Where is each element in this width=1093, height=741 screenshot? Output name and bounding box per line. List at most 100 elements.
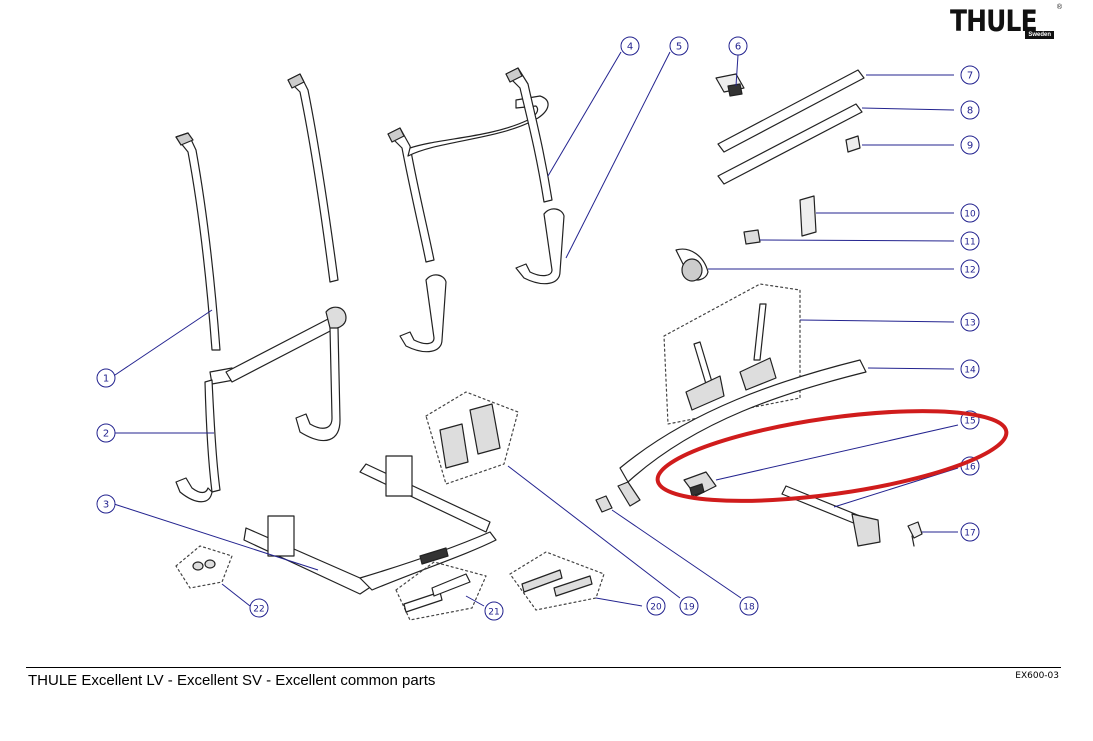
footer-divider bbox=[26, 667, 1061, 668]
callout-circle bbox=[960, 259, 980, 279]
callout-number: 22 bbox=[253, 605, 264, 615]
callout-19: 19 bbox=[679, 596, 699, 616]
callout-number: 5 bbox=[676, 42, 682, 53]
callout-number: 1 bbox=[103, 374, 109, 385]
part-21-set bbox=[395, 561, 487, 621]
callout-circle bbox=[484, 601, 504, 621]
leader-3 bbox=[113, 503, 319, 571]
callout-number: 16 bbox=[964, 463, 976, 473]
callout-circle bbox=[679, 596, 699, 616]
callout-number: 15 bbox=[964, 417, 975, 427]
leader-11 bbox=[759, 239, 955, 242]
highlight-ellipse bbox=[655, 409, 1009, 503]
leader-8 bbox=[861, 107, 955, 111]
part-11-knob bbox=[743, 229, 761, 245]
part-6-clip bbox=[715, 73, 745, 97]
part-12-wheel bbox=[675, 248, 709, 282]
callout-circle bbox=[960, 522, 980, 542]
part-19-pads bbox=[425, 391, 519, 485]
callout-circle bbox=[960, 135, 980, 155]
callout-number: 10 bbox=[964, 210, 976, 220]
part-18-clip bbox=[595, 495, 613, 513]
callout-circle bbox=[96, 368, 116, 388]
callout-circle bbox=[669, 36, 689, 56]
diagram-code: EX600-03 bbox=[1015, 671, 1059, 681]
callout-circle bbox=[960, 100, 980, 120]
logo-wordmark: THULE bbox=[950, 4, 1038, 38]
callout-circle bbox=[960, 65, 980, 85]
callout-12: 12 bbox=[960, 259, 980, 279]
callout-number: 9 bbox=[967, 141, 973, 152]
callout-circle bbox=[739, 596, 759, 616]
part-3-base bbox=[243, 455, 497, 595]
callout-10: 10 bbox=[960, 203, 980, 223]
callout-number: 13 bbox=[964, 319, 975, 329]
callout-number: 14 bbox=[964, 366, 976, 376]
leader-20 bbox=[595, 597, 643, 607]
logo-registered-mark: ® bbox=[1056, 4, 1062, 11]
leader-15 bbox=[715, 424, 959, 481]
part-17-key bbox=[907, 521, 923, 547]
callout-circle bbox=[960, 359, 980, 379]
callout-circle bbox=[620, 36, 640, 56]
part-15-connector bbox=[683, 471, 717, 497]
logo-subtitle: Sweden bbox=[1025, 31, 1054, 39]
leader-21 bbox=[465, 595, 485, 607]
leader-22 bbox=[221, 583, 251, 607]
callout-7: 7 bbox=[960, 65, 980, 85]
callout-5: 5 bbox=[669, 36, 689, 56]
callout-number: 12 bbox=[964, 266, 975, 276]
part-2-frame bbox=[175, 73, 347, 503]
callout-circle bbox=[96, 423, 116, 443]
part-13-clamps bbox=[663, 283, 801, 425]
callout-18: 18 bbox=[739, 596, 759, 616]
part-1-tube bbox=[175, 132, 221, 351]
callout-number: 11 bbox=[964, 238, 975, 248]
callout-circle bbox=[960, 231, 980, 251]
part-4-frame bbox=[387, 67, 553, 353]
callout-14: 14 bbox=[960, 359, 980, 379]
thule-logo: THULE Sweden ® bbox=[950, 4, 1062, 44]
callout-number: 17 bbox=[964, 529, 975, 539]
callout-number: 6 bbox=[735, 42, 741, 53]
callout-8: 8 bbox=[960, 100, 980, 120]
callout-number: 3 bbox=[103, 500, 109, 511]
leader-1 bbox=[114, 309, 213, 376]
callout-21: 21 bbox=[484, 601, 504, 621]
leader-18 bbox=[611, 509, 742, 599]
callout-11: 11 bbox=[960, 231, 980, 251]
leader-14 bbox=[867, 367, 955, 370]
part-7-rail bbox=[717, 69, 865, 153]
callout-17: 17 bbox=[960, 522, 980, 542]
callout-6: 6 bbox=[728, 36, 748, 56]
part-10-strap bbox=[799, 195, 817, 237]
callout-number: 7 bbox=[967, 71, 973, 82]
callout-number: 18 bbox=[743, 603, 755, 613]
callout-1: 1 bbox=[96, 368, 116, 388]
callout-number: 2 bbox=[103, 429, 109, 440]
part-8-rail bbox=[717, 103, 863, 185]
part-5-hook bbox=[515, 208, 565, 285]
leader-6 bbox=[735, 54, 739, 87]
callout-20: 20 bbox=[646, 596, 666, 616]
callout-4: 4 bbox=[620, 36, 640, 56]
part-9-cap bbox=[845, 135, 861, 153]
part-14-rail bbox=[617, 359, 867, 507]
callout-2: 2 bbox=[96, 423, 116, 443]
callout-number: 4 bbox=[627, 42, 633, 53]
leader-13 bbox=[799, 319, 955, 323]
callout-circle bbox=[960, 312, 980, 332]
callout-circle bbox=[960, 203, 980, 223]
callout-circle bbox=[646, 596, 666, 616]
callout-circle bbox=[728, 36, 748, 56]
callout-22: 22 bbox=[249, 598, 269, 618]
callout-number: 8 bbox=[967, 106, 973, 117]
part-22-caps bbox=[175, 545, 233, 589]
leader-19 bbox=[507, 465, 681, 599]
callout-circle bbox=[249, 598, 269, 618]
callout-3: 3 bbox=[96, 494, 116, 514]
part-16-bar bbox=[781, 485, 881, 547]
